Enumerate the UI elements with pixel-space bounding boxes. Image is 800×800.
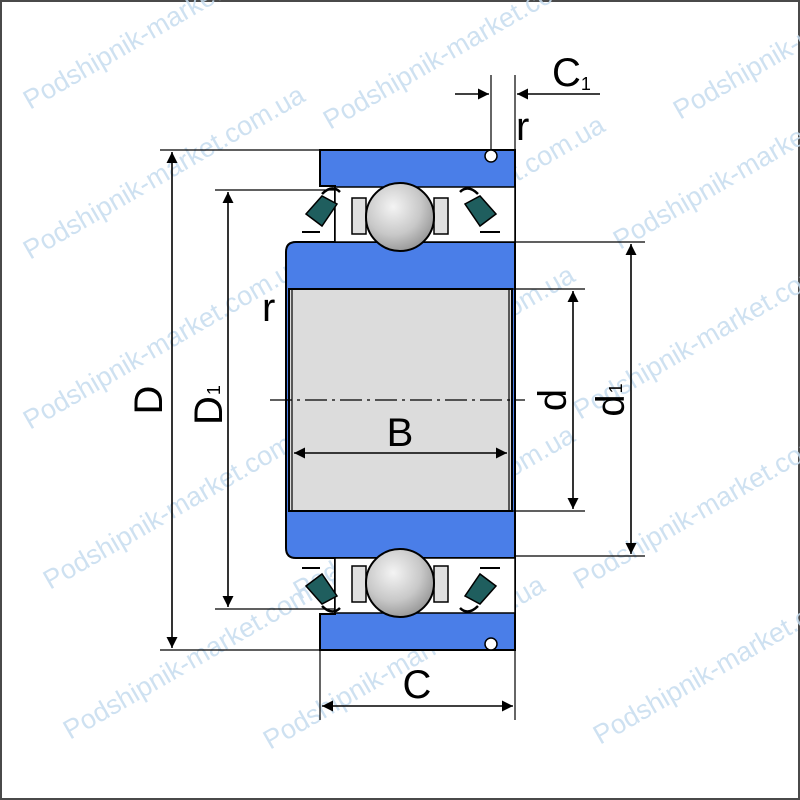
label-r-left: r xyxy=(262,286,275,330)
watermark-text: Podshipnik-market.com.ua xyxy=(588,564,800,750)
watermark-text: Podshipnik-market.com.ua xyxy=(18,79,311,265)
groove-top xyxy=(484,149,498,163)
label-r-top: r xyxy=(516,105,529,149)
ball-top xyxy=(365,182,435,252)
label-D: D xyxy=(127,386,171,415)
seal-right-top xyxy=(433,187,500,235)
label-C: C xyxy=(403,663,432,707)
dimension-lines xyxy=(166,88,637,712)
seal-left-top xyxy=(302,187,367,235)
seal-left-bottom xyxy=(302,565,367,613)
label-D1: D1 xyxy=(187,385,231,425)
seal-right-bottom xyxy=(433,565,500,613)
watermark-text: Podshipnik-market.com.ua xyxy=(668,0,800,125)
watermark-text: Podshipnik-market.com.ua xyxy=(568,409,800,595)
ball-bottom xyxy=(365,548,435,618)
dimension-labels: D D1 d d1 B C C1 r r xyxy=(127,51,633,707)
bearing-section xyxy=(270,149,525,651)
label-d1: d1 xyxy=(589,383,633,416)
extension-lines xyxy=(160,75,645,720)
label-C1: C1 xyxy=(552,51,591,95)
groove-bottom xyxy=(484,637,498,651)
label-d: d xyxy=(531,389,575,411)
label-B: B xyxy=(387,411,414,455)
